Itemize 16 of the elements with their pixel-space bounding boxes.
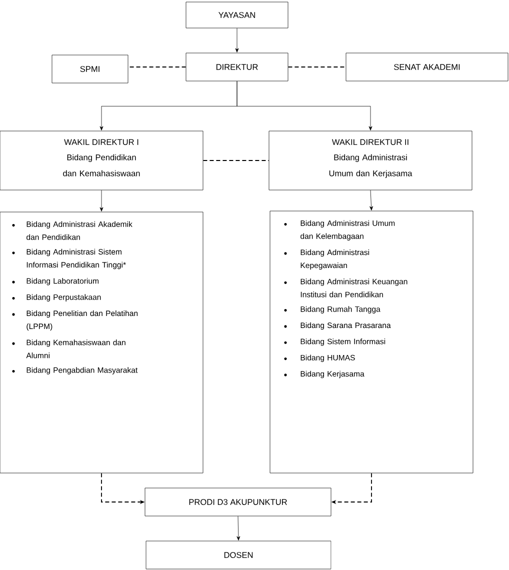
unit-box: YAYASAN: [186, 2, 288, 28]
unit-box: SENAT AKADEMI: [346, 52, 508, 82]
arrow: [100, 190, 104, 212]
unit-box: SPMI: [52, 54, 128, 84]
arrow: [235, 28, 239, 52]
arrow: [236, 81, 372, 130]
dashed-connector: [128, 66, 186, 68]
dashed-connector: [288, 66, 346, 68]
unit-box: DIREKTUR: [186, 52, 288, 82]
unit-box: PRODI D3 AKUPUNKTUR: [144, 488, 332, 516]
unit-box: WAKIL DIREKTUR I Bidang Pendidikan dan Kemahasiswaan: [0, 130, 204, 190]
arrow: [236, 516, 240, 540]
unit-box: DOSEN: [146, 540, 332, 570]
unit-box: WAKIL DIREKTUR II Bidang Administrasi Umum dan Kerjasama: [268, 130, 472, 190]
dashed-connector: [202, 160, 270, 161]
arrow: [370, 190, 374, 210]
